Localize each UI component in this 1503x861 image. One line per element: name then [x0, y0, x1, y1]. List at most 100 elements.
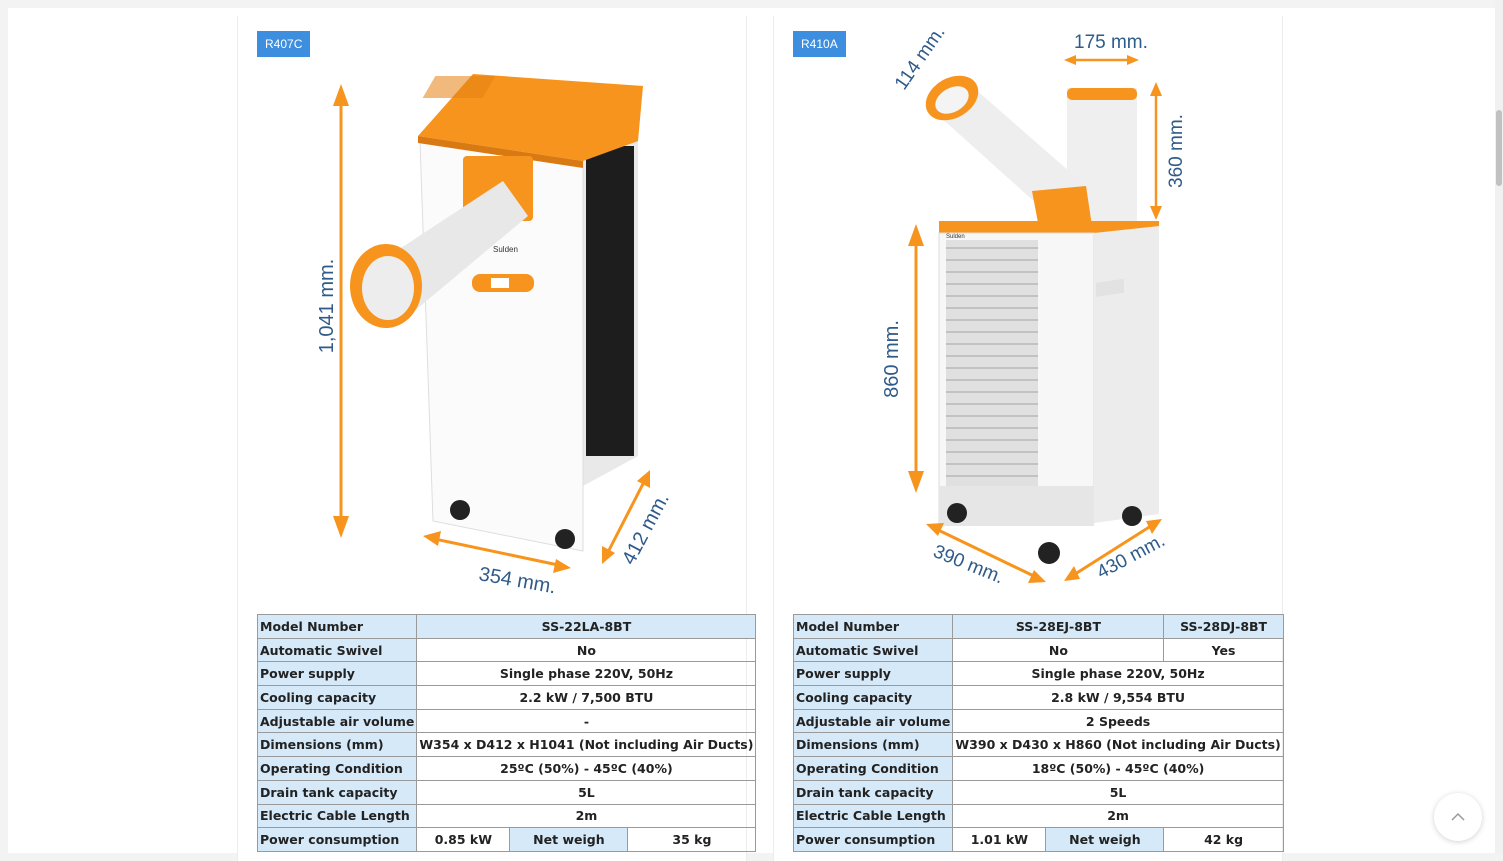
- spec-value: 1.01 kW: [952, 827, 1047, 852]
- product-card-ss-28: 114 mm. 175 mm. 360 mm.: [773, 16, 1284, 861]
- spec-value: No: [952, 637, 1165, 663]
- spec-value: Yes: [1163, 637, 1284, 663]
- table-row: Power supply Single phase 220V, 50Hz: [792, 661, 1284, 687]
- table-row: Adjustable air volume 2 Speeds: [792, 708, 1284, 734]
- front-grille-slats: [946, 247, 1038, 477]
- duct-top-dimension-label: 175 mm.: [1074, 32, 1148, 53]
- drain-tank: [939, 486, 1094, 526]
- spec-label: Model Number: [256, 614, 418, 639]
- table-row: Operating Condition 18ºC (50%) - 45ºC (4…: [792, 756, 1284, 781]
- spec-label: Adjustable air volume: [256, 708, 418, 734]
- spec-value: -: [416, 708, 757, 734]
- table-row: Power consumption 0.85 kW Net weigh 35 k…: [256, 827, 757, 852]
- spec-label: Operating Condition: [256, 756, 418, 781]
- height-arrow-bottom: [333, 516, 349, 538]
- spec-value: No: [416, 637, 757, 663]
- spec-label: Cooling capacity: [792, 685, 954, 710]
- height-dimension-label: 860 mm.: [881, 320, 903, 398]
- spec-label: Electric Cable Length: [256, 803, 418, 829]
- angled-duct: [939, 88, 1086, 221]
- wheel: [450, 500, 470, 520]
- depth-dimension-label: 412 mm.: [618, 489, 674, 568]
- spec-value: 25ºC (50%) - 45ºC (40%): [416, 756, 757, 781]
- unit-handle: [1096, 278, 1124, 297]
- spec-value: 2.8 kW / 9,554 BTU: [952, 685, 1284, 710]
- spec-value: W354 x D412 x H1041 (Not including Air D…: [416, 732, 757, 758]
- spec-value: 18ºC (50%) - 45ºC (40%): [952, 756, 1284, 781]
- chevron-up-icon: [1451, 812, 1465, 821]
- spec-table-ss-22la: Model Number SS-22LA-8BT Automatic Swive…: [256, 614, 757, 852]
- spec-value: W390 x D430 x H860 (Not including Air Du…: [952, 732, 1284, 758]
- product-image-ss-22la: 1,041 mm. Sulden 354: [316, 74, 674, 598]
- table-row: Automatic Swivel No Yes: [792, 637, 1284, 663]
- product-image-ss-28: 114 mm. 175 mm. 360 mm.: [881, 22, 1187, 588]
- spec-label: Automatic Swivel: [792, 637, 954, 663]
- spec-label: Net weigh: [1045, 827, 1165, 852]
- spec-value: 42 kg: [1163, 827, 1284, 852]
- spec-value: 35 kg: [627, 827, 757, 852]
- back-to-top-button[interactable]: [1434, 793, 1482, 841]
- scrollbar-thumb[interactable]: [1496, 110, 1502, 186]
- product-card-ss-22la: 1,041 mm. Sulden 354: [237, 16, 757, 861]
- brand-logo: Sulden: [946, 234, 965, 240]
- refrigerant-badge: R407C: [257, 31, 311, 57]
- spec-value: 2 Speeds: [952, 708, 1284, 734]
- width-dimension-label: 390 mm.: [930, 541, 1006, 588]
- spec-label: Automatic Swivel: [256, 637, 418, 663]
- table-row: Drain tank capacity 5L: [792, 779, 1284, 805]
- brand-logo: Sulden: [493, 245, 518, 254]
- wheel: [1122, 506, 1142, 526]
- spec-value: Single phase 220V, 50Hz: [416, 661, 757, 687]
- spec-value: SS-28DJ-8BT: [1163, 614, 1284, 639]
- spec-label: Power consumption: [792, 827, 954, 852]
- spec-value: 5L: [416, 779, 757, 805]
- unit-side-panel: [1094, 226, 1159, 523]
- spec-label: Drain tank capacity: [792, 779, 954, 805]
- spec-value: Single phase 220V, 50Hz: [952, 661, 1284, 687]
- page-scrollbar[interactable]: [1495, 0, 1503, 853]
- spec-table-ss-28: Model Number SS-28EJ-8BT SS-28DJ-8BT Aut…: [792, 614, 1284, 852]
- table-row: Electric Cable Length 2m: [256, 803, 757, 829]
- spec-label: Dimensions (mm): [792, 732, 954, 758]
- spec-value: SS-28EJ-8BT: [952, 614, 1165, 639]
- spec-label: Operating Condition: [792, 756, 954, 781]
- spec-value: 2m: [416, 803, 757, 829]
- spec-label: Cooling capacity: [256, 685, 418, 710]
- table-row: Automatic Swivel No: [256, 637, 757, 663]
- unit-filter-grille: [586, 146, 634, 456]
- spec-label: Power consumption: [256, 827, 418, 852]
- spec-value: 5L: [952, 779, 1284, 805]
- table-row: Power supply Single phase 220V, 50Hz: [256, 661, 757, 687]
- refrigerant-badge: R410A: [793, 31, 846, 57]
- spec-label: Model Number: [792, 614, 954, 639]
- unit-top-cover: [939, 221, 1159, 233]
- table-row: Drain tank capacity 5L: [256, 779, 757, 805]
- table-row: Model Number SS-22LA-8BT: [256, 614, 757, 639]
- front-grille: [946, 240, 1038, 486]
- spec-label: Electric Cable Length: [792, 803, 954, 829]
- height-arrow-top: [333, 84, 349, 106]
- duct-height-dimension-label: 360 mm.: [1166, 114, 1187, 188]
- table-row: Dimensions (mm) W390 x D430 x H860 (Not …: [792, 732, 1284, 758]
- spec-label: Power supply: [256, 661, 418, 687]
- wheel: [947, 503, 967, 523]
- table-row: Cooling capacity 2.2 kW / 7,500 BTU: [256, 685, 757, 710]
- spec-label: Dimensions (mm): [256, 732, 418, 758]
- spec-label: Power supply: [792, 661, 954, 687]
- duct-elbow: [1032, 186, 1092, 228]
- wheel: [1038, 542, 1060, 564]
- table-row: Dimensions (mm) W354 x D412 x H1041 (Not…: [256, 732, 757, 758]
- spec-label: Drain tank capacity: [256, 779, 418, 805]
- table-row: Adjustable air volume -: [256, 708, 757, 734]
- table-row: Operating Condition 25ºC (50%) - 45ºC (4…: [256, 756, 757, 781]
- table-row: Cooling capacity 2.8 kW / 9,554 BTU: [792, 685, 1284, 710]
- spec-label: Adjustable air volume: [792, 708, 954, 734]
- table-row: Model Number SS-28EJ-8BT SS-28DJ-8BT: [792, 614, 1284, 639]
- width-dimension-label: 354 mm.: [477, 563, 557, 598]
- spec-value: 2.2 kW / 7,500 BTU: [416, 685, 757, 710]
- table-row: Electric Cable Length 2m: [792, 803, 1284, 829]
- page-container: 1,041 mm. Sulden 354: [8, 8, 1495, 861]
- wheel: [555, 529, 575, 549]
- height-dimension-label: 1,041 mm.: [316, 259, 338, 353]
- spec-value: 2m: [952, 803, 1284, 829]
